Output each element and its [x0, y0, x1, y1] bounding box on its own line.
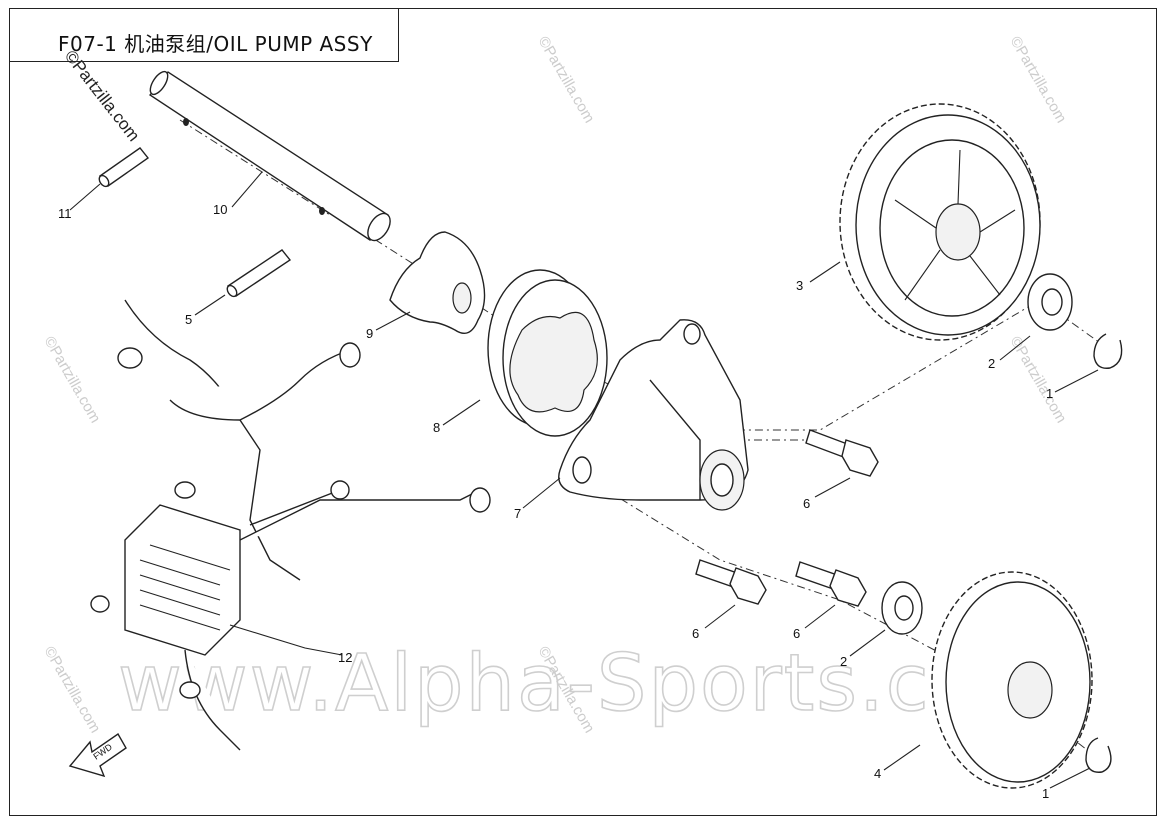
- callout-4: 4: [874, 766, 881, 781]
- callout-6-right: 6: [793, 626, 800, 641]
- callout-2-lower: 2: [840, 654, 847, 669]
- pin-5: [226, 249, 292, 298]
- bolt-6-left: [695, 559, 767, 605]
- callout-6-left: 6: [692, 626, 699, 641]
- outer-rotor-8: [487, 269, 608, 437]
- large-gear-3: [839, 103, 1041, 341]
- circlip-1-lower: [1085, 737, 1112, 773]
- callout-numbers: 1 1 2 2 3 4 5 6 6 6 7 8 9 10 11 12: [58, 202, 1053, 801]
- callout-11: 11: [58, 206, 72, 221]
- callout-8: 8: [433, 420, 440, 435]
- callout-2-upper: 2: [988, 356, 995, 371]
- washer-2-lower: [881, 581, 923, 635]
- pump-body-7: [558, 319, 749, 511]
- circlip-1-upper: [1093, 333, 1123, 369]
- callout-12: 12: [338, 650, 352, 665]
- callout-7: 7: [514, 506, 521, 521]
- bolt-6-upper: [805, 429, 879, 477]
- bolt-6-right: [795, 561, 867, 607]
- page-title: F07-1 机油泵组/OIL PUMP ASSY: [58, 32, 373, 56]
- repeat-watermark: ©Partzilla.com: [535, 34, 598, 126]
- repeat-watermark: ©Partzilla.com: [41, 334, 104, 426]
- washer-2-upper: [1027, 273, 1073, 331]
- inner-rotor-9: [389, 231, 486, 334]
- diagram-frame: [9, 8, 1157, 816]
- callout-5: 5: [185, 312, 192, 327]
- leader-lines: [69, 171, 1099, 789]
- shaft-10: [148, 70, 391, 242]
- callout-1-lower: 1: [1042, 786, 1049, 801]
- banner-watermark: www.Alpha-Sports.com: [118, 639, 1058, 729]
- title-box: [9, 8, 399, 62]
- repeat-watermark: ©Partzilla.com: [1007, 34, 1070, 126]
- oil-cooler-12: [90, 299, 491, 751]
- fwd-arrow: FWD: [68, 732, 127, 778]
- small-gear-4: [931, 571, 1093, 789]
- callout-3: 3: [796, 278, 803, 293]
- callout-6-upper: 6: [803, 496, 810, 511]
- callout-1-upper: 1: [1046, 386, 1053, 401]
- partzilla-watermark: ©Partzilla.com: [61, 47, 144, 145]
- callout-10: 10: [213, 202, 227, 217]
- repeat-watermark: ©Partzilla.com: [41, 644, 104, 736]
- callout-9: 9: [366, 326, 373, 341]
- pin-11: [98, 147, 150, 188]
